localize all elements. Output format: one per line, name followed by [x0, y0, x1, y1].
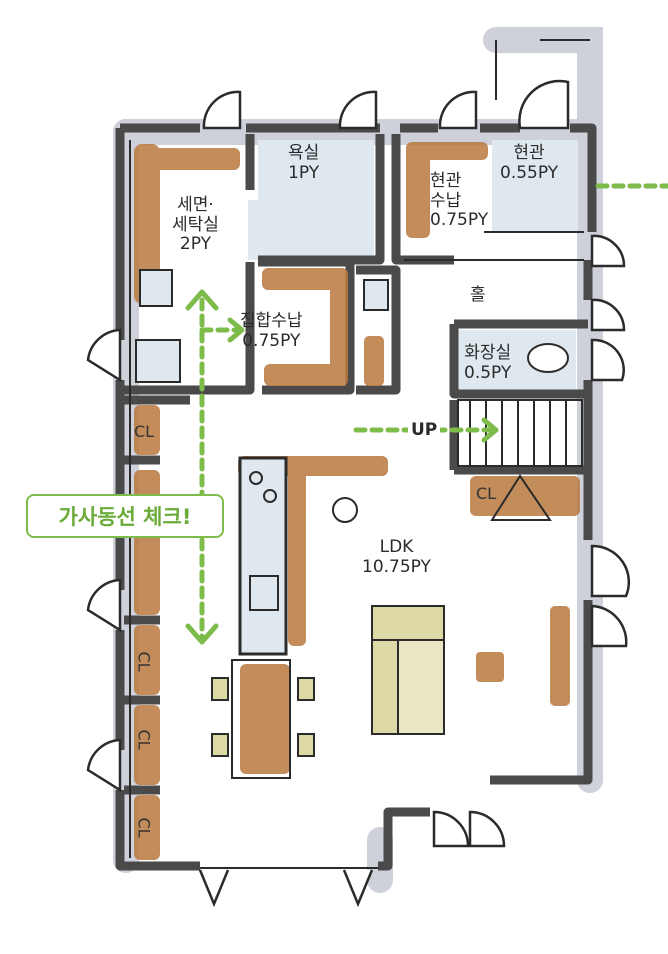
entrance-storage-name-1: 현관 — [430, 171, 462, 191]
entrance-name: 현관 — [513, 143, 545, 163]
toilet-size: 0.5PY — [464, 362, 512, 383]
closet-label: CL — [134, 651, 154, 672]
closet-label: CL — [476, 484, 497, 503]
collective-storage-name: 집합수납 — [240, 311, 303, 331]
washbasin-icon — [139, 269, 173, 307]
entrance-size: 0.55PY — [500, 162, 559, 183]
stairs — [457, 399, 583, 521]
washroom-size: 2PY — [179, 234, 211, 255]
entrance-floor — [492, 140, 578, 232]
ldk-label: LDK 10.75PY — [362, 537, 431, 577]
housework-check-badge: 가사동선 체크! — [26, 494, 224, 538]
washroom-name-2: 세탁실 — [172, 214, 219, 235]
sink-icon — [249, 575, 279, 611]
toilet-label: 화장실 0.5PY — [464, 343, 512, 383]
stool-icon — [332, 497, 358, 523]
toilet-name: 화장실 — [464, 343, 512, 363]
washroom-label: 세면· 세탁실 2PY — [172, 195, 219, 255]
stove-burner-2 — [263, 489, 277, 503]
doors — [86, 79, 631, 908]
ldk-size: 10.75PY — [362, 556, 431, 577]
stove-burner-1 — [249, 471, 263, 485]
toilet-icon — [527, 343, 569, 373]
closet-label: CL — [134, 817, 154, 838]
stairs-up-label: UP — [408, 420, 441, 440]
bathroom-name: 욕실 — [288, 143, 320, 163]
toilet-small-icon — [363, 279, 389, 311]
walls — [115, 123, 597, 871]
arrow-heads — [185, 289, 499, 645]
washroom-floor — [248, 200, 308, 260]
wood-furniture — [134, 142, 580, 860]
closet-label: CL — [134, 729, 154, 750]
bathroom-label: 욕실 1PY — [288, 143, 320, 183]
entrance-storage-size: 0.75PY — [430, 210, 489, 231]
entrance-storage-name-2: 수납 — [430, 190, 462, 211]
bathroom-size: 1PY — [288, 162, 320, 183]
ldk-name: LDK — [379, 537, 414, 557]
kitchen-counter — [238, 456, 288, 656]
washing-machine-icon — [135, 339, 181, 383]
collective-storage-size: 0.75PY — [242, 330, 301, 351]
hall-label: 홀 — [470, 285, 486, 305]
sofa-icon — [371, 605, 445, 735]
closet-label: CL — [134, 422, 155, 441]
dining-table — [231, 659, 291, 779]
badge-text: 가사동선 체크! — [58, 505, 192, 529]
washroom-name-1: 세면· — [177, 195, 214, 215]
entrance-label: 현관 0.55PY — [500, 143, 559, 183]
dining-chairs — [211, 677, 315, 757]
collective-storage-label: 집합수납 0.75PY — [240, 311, 303, 351]
entrance-storage-label: 현관 수납 0.75PY — [430, 171, 489, 231]
